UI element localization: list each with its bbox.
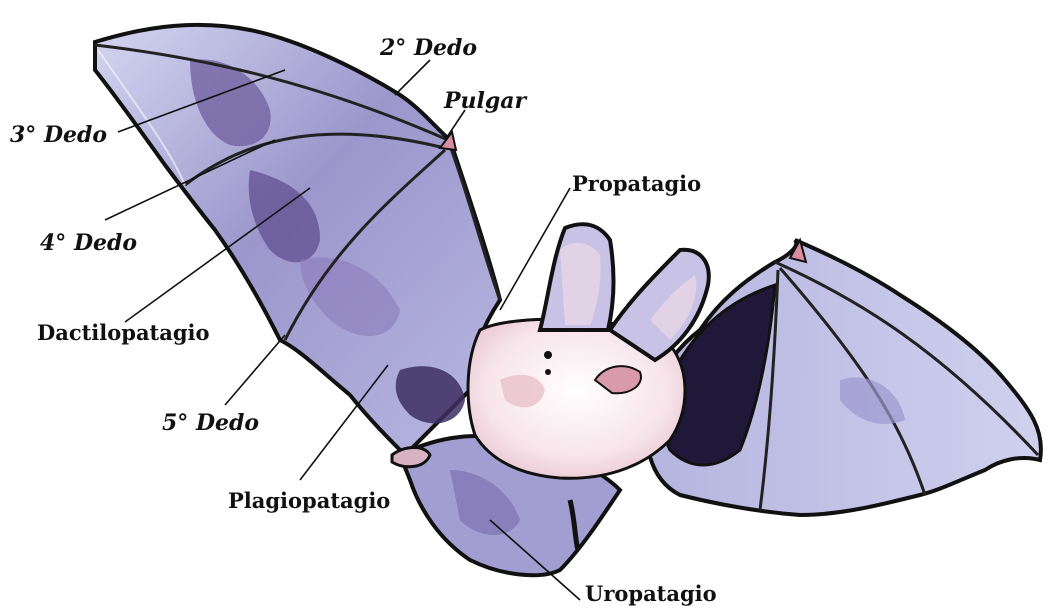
foot xyxy=(392,448,430,467)
label-uropatagio: Uropatagio xyxy=(585,583,717,604)
label-fifth-finger: 5° Dedo xyxy=(162,412,259,434)
label-third-finger: 3° Dedo xyxy=(10,124,107,146)
left-wing xyxy=(95,25,500,455)
label-thumb: Pulgar xyxy=(444,90,526,112)
label-dactilopatagio: Dactilopatagio xyxy=(37,322,210,343)
label-plagiopatagio: Plagiopatagio xyxy=(228,490,390,511)
label-fourth-finger: 4° Dedo xyxy=(40,232,137,254)
label-second-finger: 2° Dedo xyxy=(380,37,477,59)
label-propatagio: Propatagio xyxy=(572,173,701,194)
